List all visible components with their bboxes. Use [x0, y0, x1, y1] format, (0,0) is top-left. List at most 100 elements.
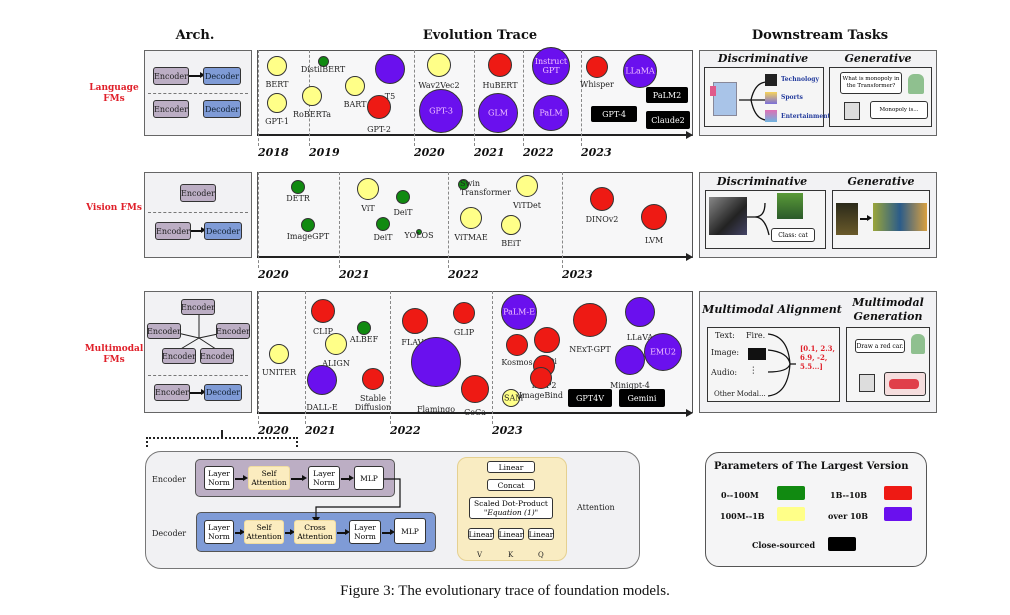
scaled-dot-product-block: Scaled Dot-Product "Equation (1)": [469, 497, 553, 519]
lang-node-gpt-2: [367, 95, 391, 119]
row-label-multimodal: Multimodal FMs: [84, 344, 144, 365]
mm-node-flamingo: [411, 337, 461, 387]
image-label: Image:: [711, 348, 740, 357]
lang-node-instruct-gpt: [532, 47, 570, 85]
year-label-2022: 2022: [390, 424, 421, 437]
mm-label-dall-e: DALL-E: [306, 403, 338, 412]
mm-node-codi: [534, 327, 560, 353]
year-divider: [523, 50, 524, 146]
mm-node-dall-e: [307, 365, 337, 395]
lang-node-hubert: [488, 53, 512, 77]
mm-node-sam: [502, 389, 520, 407]
lang-node-bart: [345, 76, 365, 96]
arrow: [189, 72, 205, 78]
mm-label-sam: SAM: [504, 393, 524, 403]
arrow: [341, 475, 354, 481]
mm-label-flava: FLAVA: [401, 338, 429, 347]
encoder-block: Encoder: [153, 67, 189, 85]
mm-gen-box: Draw a red car.: [846, 327, 930, 402]
mm-label-stable-diffusion: Stable Diffusion: [354, 394, 392, 412]
legend-label-over-10b: over 10B: [828, 511, 868, 521]
lang-node-t5: [375, 54, 405, 84]
encoder-block: Encoder: [180, 184, 216, 202]
zoom-bracket: [146, 437, 298, 447]
mm-node-coca: [461, 375, 489, 403]
legend-swatch-black: [828, 537, 856, 551]
branch-lines: [747, 202, 770, 236]
lang-label-t5: T5: [384, 92, 396, 101]
decoder-label: Decoder: [152, 529, 187, 538]
encoder-block: Encoder: [216, 323, 250, 339]
legend-title: Parameters of The Largest Version: [714, 461, 909, 472]
encoder-block: Encoder: [155, 222, 191, 240]
mm-node-flava: [402, 308, 428, 334]
vision-label-vitdet: ViTDet: [513, 201, 541, 210]
encoder-block: Encoder: [153, 100, 189, 118]
robot-icon: [859, 374, 875, 392]
document-tab: [710, 86, 716, 96]
figure-caption: Figure 3: The evolutionary trace of foun…: [340, 583, 670, 599]
vision-label-dinov2: DINOv2: [585, 215, 619, 224]
mm-node-palm-e: [501, 294, 537, 330]
mm-node-emu2: [644, 333, 682, 371]
lang-model-gpt-4: GPT-4: [591, 106, 637, 122]
year-divider: [448, 172, 449, 268]
arch-header: Arch.: [175, 28, 215, 43]
q-label: Q: [538, 551, 544, 559]
document-icon: [713, 82, 737, 116]
vision-label-detr: DETR: [286, 194, 310, 203]
sdp-label: Scaled Dot-Product: [474, 499, 548, 508]
encoder-block: Encoder: [162, 348, 196, 364]
lang-label-bert: BERT: [265, 80, 289, 89]
vision-label-beit: BEiT: [501, 239, 521, 248]
encoder-block: Encoder: [147, 323, 181, 339]
vision-label-vitmae: ViTMAE: [454, 233, 488, 242]
lang-label-distilbert: DistilBERT: [300, 64, 346, 74]
year-label-2022: 2022: [523, 146, 554, 159]
year-divider: [562, 172, 563, 268]
fire-image: [748, 348, 766, 360]
prompt-bubble: Draw a red car.: [855, 339, 905, 353]
lang-label-gpt-1: GPT-1: [265, 117, 289, 126]
lang-node-palm: [533, 95, 569, 131]
mm-label-glip: GLIP: [453, 328, 475, 337]
year-divider: [258, 291, 259, 424]
attention-label: Attention: [577, 503, 615, 512]
row-label-vision: Vision FMs: [86, 203, 142, 213]
year-label-2023: 2023: [492, 424, 523, 437]
legend-label-0-100m: 0--100M: [721, 490, 759, 500]
mm-label-flamingo: Flamingo: [416, 405, 456, 414]
legend-swatch-red: [884, 486, 912, 500]
vision-node-yolos: [416, 229, 422, 235]
vision-node-imagegpt: [301, 218, 315, 232]
vision-node-dinov2: [590, 187, 614, 211]
segmentation-image: [777, 193, 803, 219]
lang-gen-title: Generative: [844, 52, 912, 65]
branch-lines: [739, 81, 768, 121]
vision-gen-title: Generative: [847, 175, 915, 188]
mm-label-kosmos: Kosmos: [501, 358, 533, 367]
lang-model-palm2: PaLM2: [646, 87, 688, 103]
bracket-tick: [221, 430, 223, 437]
lang-label-gpt-3: GPT-3: [429, 106, 453, 116]
mm-model-gpt4v: GPT4V: [568, 389, 612, 407]
mm-label-coca: CoCa: [464, 408, 486, 417]
divider: [148, 375, 248, 376]
robot-icon: [844, 102, 860, 120]
vision-node-vit: [357, 178, 379, 200]
arrow: [860, 215, 872, 221]
encoder-decoder-connector: [312, 478, 401, 523]
year-label-2020: 2020: [258, 424, 289, 437]
lang-disc-box: Technology Sports Entertainment: [704, 67, 830, 127]
legend-swatch-purple: [884, 507, 912, 521]
class-label-box: Class: cat: [771, 228, 815, 242]
encoder-label: Encoder: [152, 475, 186, 484]
sports-icon: [765, 92, 777, 104]
audio-label: Audio:: [711, 368, 738, 377]
lang-label-hubert: HuBERT: [482, 81, 518, 90]
lang-node-roberta: [302, 86, 322, 106]
year-divider: [258, 172, 259, 268]
year-label-2023: 2023: [581, 146, 612, 159]
layer-norm-block: Layer Norm: [204, 520, 234, 544]
